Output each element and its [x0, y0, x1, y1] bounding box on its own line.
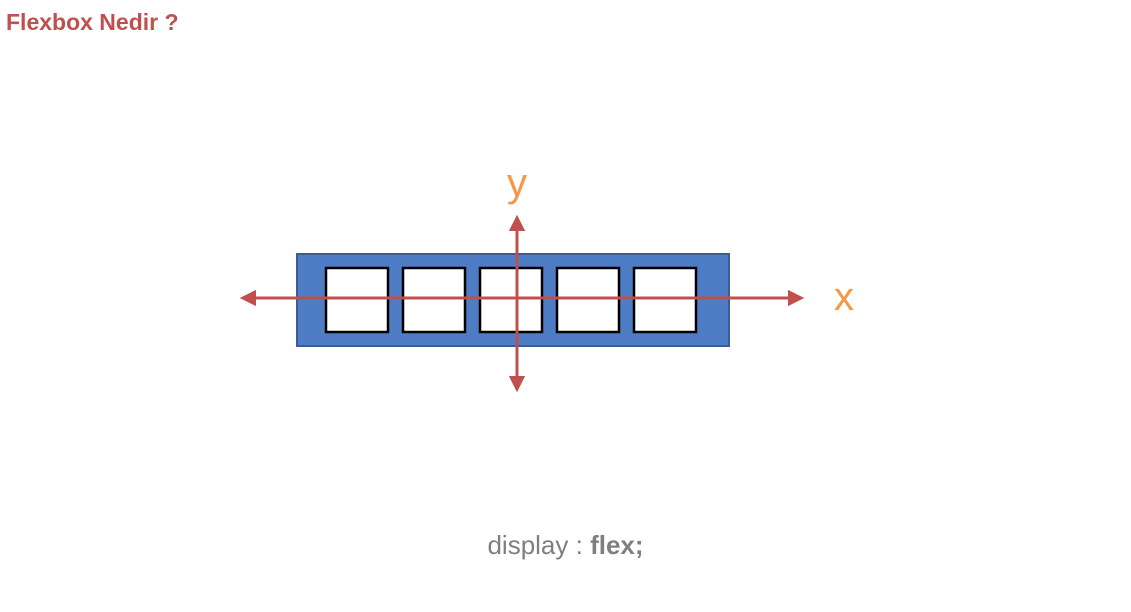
- caption-value: flex;: [590, 530, 644, 560]
- y-axis-label: y: [507, 161, 527, 205]
- slide-title: Flexbox Nedir ?: [6, 9, 179, 35]
- flex-item: [478, 266, 544, 334]
- caption: display : flex;: [0, 528, 1131, 562]
- x-axis-label: x: [834, 275, 854, 319]
- caption-property: display :: [487, 530, 583, 560]
- flex-item: [401, 266, 467, 334]
- flex-item: [324, 266, 390, 334]
- flex-item: [632, 266, 698, 334]
- flex-items: [324, 266, 698, 334]
- flex-item: [555, 266, 621, 334]
